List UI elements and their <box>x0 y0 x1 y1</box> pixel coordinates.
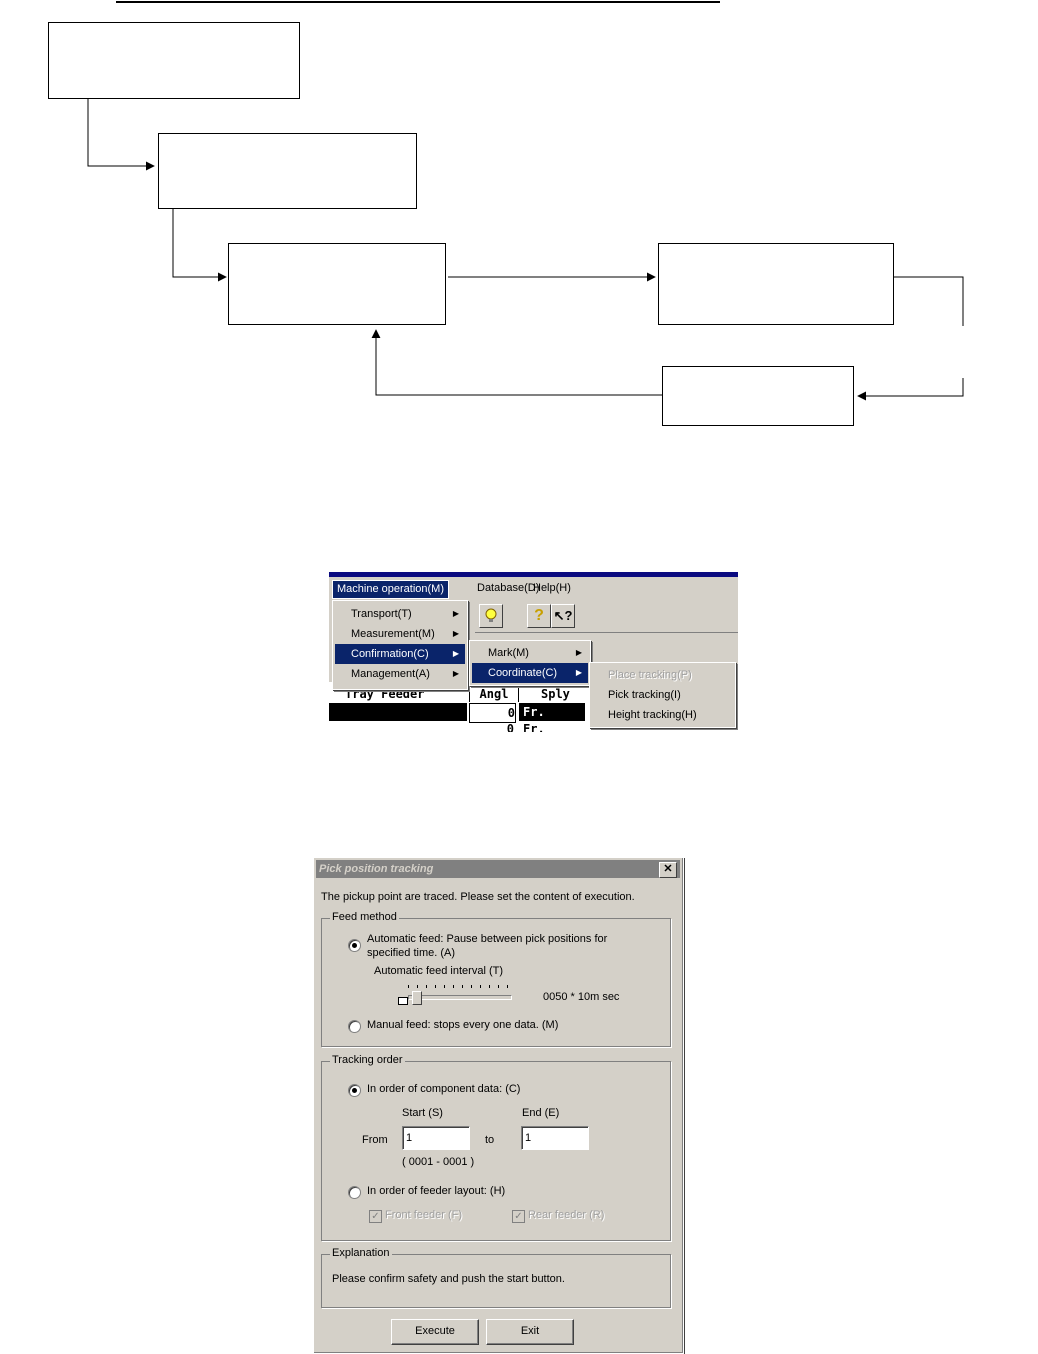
toolbar-divider <box>475 632 738 633</box>
slider-tick <box>498 985 499 988</box>
range-hint: ( 0001 - 0001 ) <box>402 1156 475 1168</box>
menu-database[interactable]: Database(D) <box>477 582 540 594</box>
slider-tick <box>417 985 418 988</box>
from-label: From <box>362 1134 388 1146</box>
slider-tick <box>480 985 481 988</box>
grid-cell-sply[interactable]: Fr. <box>523 722 545 732</box>
execute-button[interactable]: Execute <box>391 1319 479 1345</box>
component-order-label: In order of component data: (C) <box>367 1083 521 1095</box>
menu-item-mark[interactable]: Mark(M)▶ <box>488 647 582 659</box>
menu-item-management[interactable]: Management(A)▶ <box>351 668 459 680</box>
feeder-order-label: In order of feeder layout: (H) <box>367 1185 506 1197</box>
slider-tick <box>435 985 436 988</box>
component-order-radio[interactable] <box>348 1084 361 1097</box>
slider-tick <box>471 985 472 988</box>
feeder-order-radio[interactable] <box>348 1186 361 1199</box>
explanation-label: Explanation <box>330 1247 392 1259</box>
manual-feed-radio[interactable] <box>348 1020 361 1033</box>
line-4-down <box>893 276 964 326</box>
rear-feeder-checkbox[interactable]: ✓ <box>512 1210 525 1223</box>
automatic-feed-label-2: specified time. (A) <box>367 947 456 959</box>
tracking-order-label: Tracking order <box>330 1054 405 1066</box>
grid-header-angl: Angl <box>469 686 519 702</box>
arrow-2-to-3 <box>172 208 227 282</box>
menu-bar: Machine operation(M) Database(D) Help(H) <box>329 577 738 599</box>
flow-box-5 <box>662 366 854 426</box>
exit-button[interactable]: Exit <box>486 1319 574 1345</box>
dialog-title-bar[interactable]: Pick position tracking ✕ <box>316 860 680 878</box>
flow-box-1 <box>48 22 300 99</box>
front-feeder-label: Front feeder (F) <box>385 1209 463 1221</box>
feed-interval-slider-track <box>408 995 512 1000</box>
machine-operation-dropdown: Transport(T)▶ Measurement(M)▶ Confirmati… <box>332 600 468 690</box>
feed-interval-label: Automatic feed interval (T) <box>374 965 503 977</box>
explanation-group: Explanation Please confirm safety and pu… <box>321 1247 671 1308</box>
automatic-feed-label: Automatic feed: Pause between pick posit… <box>367 933 608 945</box>
dialog-intro-text: The pickup point are traced. Please set … <box>321 891 635 903</box>
menu-item-transport[interactable]: Transport(T)▶ <box>351 608 459 620</box>
explanation-text: Please confirm safety and push the start… <box>332 1273 565 1285</box>
flow-diagram <box>0 0 1038 440</box>
help-icon[interactable]: ? <box>527 604 551 628</box>
slider-tick <box>408 985 409 988</box>
slider-tick <box>453 985 454 988</box>
flow-box-4 <box>658 243 894 325</box>
title-bar-strip <box>329 572 738 577</box>
slider-min-marker <box>398 997 408 1005</box>
rear-feeder-label: Rear feeder (R) <box>528 1209 605 1221</box>
grid-header-sply: Sply <box>541 687 570 701</box>
manual-feed-label: Manual feed: stops every one data. (M) <box>367 1019 559 1031</box>
front-feeder-checkbox[interactable]: ✓ <box>369 1210 382 1223</box>
feed-interval-value: 0050 * 10m sec <box>543 991 620 1003</box>
lightbulb-icon[interactable] <box>479 604 503 628</box>
flow-box-2 <box>158 133 417 209</box>
automatic-feed-radio[interactable] <box>348 939 361 952</box>
menu-item-measurement[interactable]: Measurement(M)▶ <box>351 628 459 640</box>
slider-tick <box>444 985 445 988</box>
end-label: End (E) <box>522 1107 560 1119</box>
menu-item-coordinate[interactable]: Coordinate(C)▶ <box>472 663 588 683</box>
grid-cell-angl[interactable]: 0 <box>506 722 514 732</box>
feed-interval-slider-thumb[interactable] <box>411 991 422 1005</box>
grid-cell-angl[interactable]: 0 <box>469 703 516 723</box>
menu-help[interactable]: Help(H) <box>533 582 571 594</box>
menu-item-pick-tracking[interactable]: Pick tracking(I) <box>608 689 681 701</box>
slider-ticks <box>402 985 517 989</box>
menu-machine-operation[interactable]: Machine operation(M) <box>332 580 449 599</box>
flow-connectors <box>87 1 964 401</box>
arrow-to-5 <box>857 378 964 401</box>
slider-tick <box>507 985 508 988</box>
slider-tick <box>462 985 463 988</box>
menu-screenshot: Machine operation(M) Database(D) Help(H)… <box>329 572 738 732</box>
start-input[interactable] <box>402 1126 470 1150</box>
grid-cell-sply[interactable]: Fr. <box>519 703 585 721</box>
grid-row-selected[interactable] <box>329 703 467 721</box>
arrow-1-to-2 <box>87 98 155 171</box>
menu-item-place-tracking: Place tracking(P) <box>608 669 692 681</box>
close-icon[interactable]: ✕ <box>659 862 677 878</box>
grid-header-tray-feeder: Tray Feeder <box>345 687 425 701</box>
flow-box-3 <box>228 243 446 325</box>
end-input[interactable] <box>521 1126 589 1150</box>
feed-method-group: Feed method Automatic feed: Pause betwee… <box>321 911 671 1047</box>
dialog-title: Pick position tracking <box>319 863 434 875</box>
feed-method-label: Feed method <box>330 911 399 923</box>
whats-this-icon[interactable]: ↖? <box>551 604 575 628</box>
menu-item-confirmation[interactable]: Confirmation(C)▶ <box>335 644 465 664</box>
start-label: Start (S) <box>402 1107 443 1119</box>
menu-item-height-tracking[interactable]: Height tracking(H) <box>608 709 697 721</box>
to-label: to <box>485 1134 495 1146</box>
coordinate-submenu: Place tracking(P) Pick tracking(I) Heigh… <box>589 662 736 728</box>
arrow-5-to-3 <box>371 329 662 396</box>
tracking-order-group: Tracking order In order of component dat… <box>321 1054 671 1241</box>
slider-tick <box>426 985 427 988</box>
pick-position-tracking-dialog: Pick position tracking ✕ The pickup poin… <box>313 857 684 1354</box>
confirmation-submenu: Mark(M)▶ Coordinate(C)▶ <box>469 640 591 686</box>
slider-tick <box>489 985 490 988</box>
